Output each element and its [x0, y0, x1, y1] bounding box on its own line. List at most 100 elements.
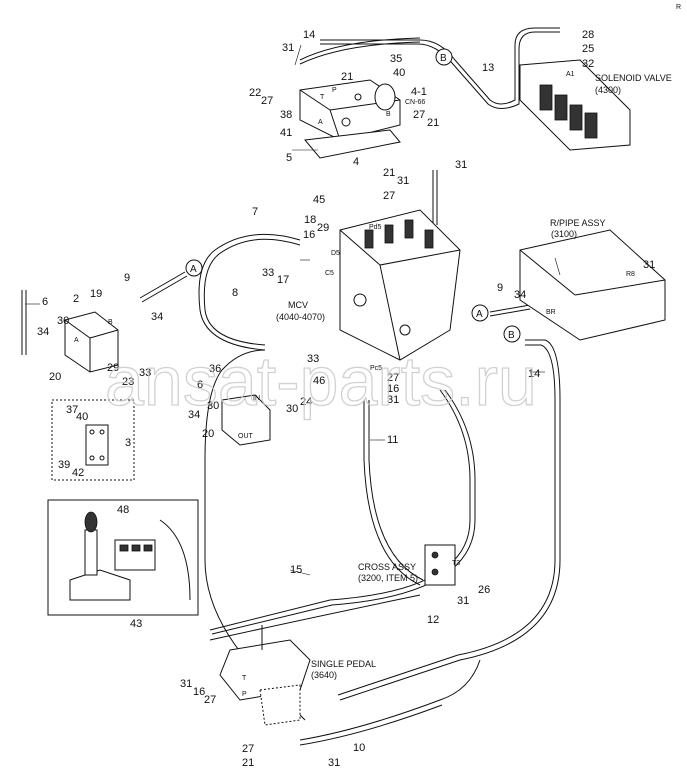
callout-4: 4	[353, 156, 359, 168]
callout-30: 30	[57, 315, 69, 327]
callout-48: 48	[117, 504, 129, 516]
callout-40-b: 40	[76, 411, 88, 423]
callout-13: 13	[482, 62, 494, 74]
callout-31-f: 31	[457, 595, 469, 607]
callout-27-c: 27	[383, 190, 395, 202]
cross-label-1: CROSS ASSY	[358, 562, 416, 572]
callout-24: 24	[300, 396, 312, 408]
callout-31-c: 31	[397, 175, 409, 187]
callout-41: 41	[280, 127, 292, 139]
callout-39: 39	[58, 459, 70, 471]
callout-27-d: 27	[387, 372, 399, 384]
callout-26: 26	[478, 584, 490, 596]
single-pedal	[219, 625, 311, 726]
hose-lines	[21, 27, 561, 746]
callout-15: 15	[290, 564, 302, 576]
callout-23: 23	[122, 376, 134, 388]
callout-31-e: 31	[643, 259, 655, 271]
callout-16-b: 16	[387, 383, 399, 395]
callout-36: 36	[209, 363, 221, 375]
callout-46: 46	[313, 375, 325, 387]
callout-16: 16	[303, 229, 315, 241]
callout-40: 40	[393, 67, 405, 79]
callout-34: 34	[37, 326, 49, 338]
callout-7: 7	[252, 206, 258, 218]
connector-a-left: A	[190, 264, 197, 275]
watermark: ansat-parts.ru	[105, 342, 537, 420]
callout-30-c: 30	[207, 400, 219, 412]
leader-lines	[25, 44, 561, 576]
callout-34-d: 34	[514, 289, 526, 301]
mcv-valve	[339, 209, 461, 361]
cross-assy	[424, 544, 456, 586]
port-t3: T3	[452, 560, 460, 567]
callout-30-b: 30	[286, 403, 298, 415]
callout-33-c: 33	[307, 353, 319, 365]
callout-4-1: 4-1	[411, 86, 427, 98]
callout-31-h: 31	[328, 757, 340, 769]
callout-11: 11	[387, 434, 398, 446]
port-a1: A1	[566, 71, 575, 78]
callout-21-c: 21	[383, 167, 395, 179]
callout-19: 19	[90, 288, 102, 300]
callout-5: 5	[286, 152, 292, 164]
port-out: OUT	[238, 433, 254, 440]
callout-38: 38	[280, 109, 292, 121]
port-p: P	[332, 87, 337, 94]
solenoid-valve-label-1: SOLENOID VALVE	[595, 73, 672, 83]
callout-14-b: 14	[528, 368, 540, 380]
callout-31-g: 31	[180, 678, 192, 690]
callout-6: 6	[42, 296, 48, 308]
callout-12: 12	[427, 614, 439, 626]
block-4	[299, 79, 401, 141]
callout-32: 32	[582, 58, 594, 70]
port-r8: R8	[626, 271, 635, 278]
callout-27-e: 27	[204, 694, 216, 706]
pedal-label-2: (3640)	[311, 670, 337, 680]
callout-8: 8	[232, 287, 238, 299]
port-labels: A1 P T A B CN-66 Pd5 D5 C5 Pc5 BR R8 IN …	[74, 71, 635, 698]
callout-20-b: 20	[202, 428, 214, 440]
callout-20: 20	[49, 371, 61, 383]
port-c5: C5	[325, 270, 334, 277]
connector-a-right: A	[476, 309, 483, 320]
callout-27-b: 27	[413, 109, 425, 121]
callout-9-b: 9	[497, 282, 503, 294]
callout-29: 29	[317, 222, 329, 234]
callout-33-b: 33	[139, 367, 151, 379]
mcv-label-2: (4040-4070)	[276, 312, 325, 322]
callout-31-d: 31	[387, 394, 399, 406]
port-in: IN	[253, 395, 260, 402]
callout-17: 17	[277, 274, 289, 286]
rpipe-label-2: (3100)	[551, 229, 577, 239]
solenoid-valve-label-2: (4300)	[595, 85, 621, 95]
solenoid-valve	[519, 59, 631, 151]
callout-16-c: 16	[193, 686, 205, 698]
callout-21: 21	[341, 71, 353, 83]
switch-block	[221, 394, 271, 446]
callout-21-d: 21	[242, 757, 254, 769]
callout-35: 35	[390, 53, 402, 65]
callout-27: 27	[261, 95, 273, 107]
callout-29-b: 29	[107, 362, 119, 374]
port-pd5: Pd5	[369, 224, 382, 231]
connector-b-top: B	[440, 53, 447, 64]
part-callouts: 14 31 35 21 40 22 27 4-1 38 41 5 4 13 2 8…	[37, 29, 655, 769]
cab-inset	[47, 499, 199, 616]
callout-31-b: 31	[455, 159, 467, 171]
callout-9: 9	[124, 272, 130, 284]
callout-22: 22	[249, 87, 261, 99]
callout-3: 3	[125, 437, 131, 449]
port-a: A	[318, 119, 323, 126]
port-b-block2: B	[108, 319, 113, 326]
callout-42: 42	[72, 467, 84, 479]
port-t-pedal: T	[242, 675, 247, 682]
callout-34-c: 34	[188, 409, 200, 421]
callout-2: 2	[73, 293, 79, 305]
port-cn66: CN-66	[405, 99, 425, 106]
callout-14: 14	[303, 29, 315, 41]
port-a-block2: A	[74, 337, 79, 344]
callout-31: 31	[282, 42, 294, 54]
block-2	[64, 311, 119, 373]
